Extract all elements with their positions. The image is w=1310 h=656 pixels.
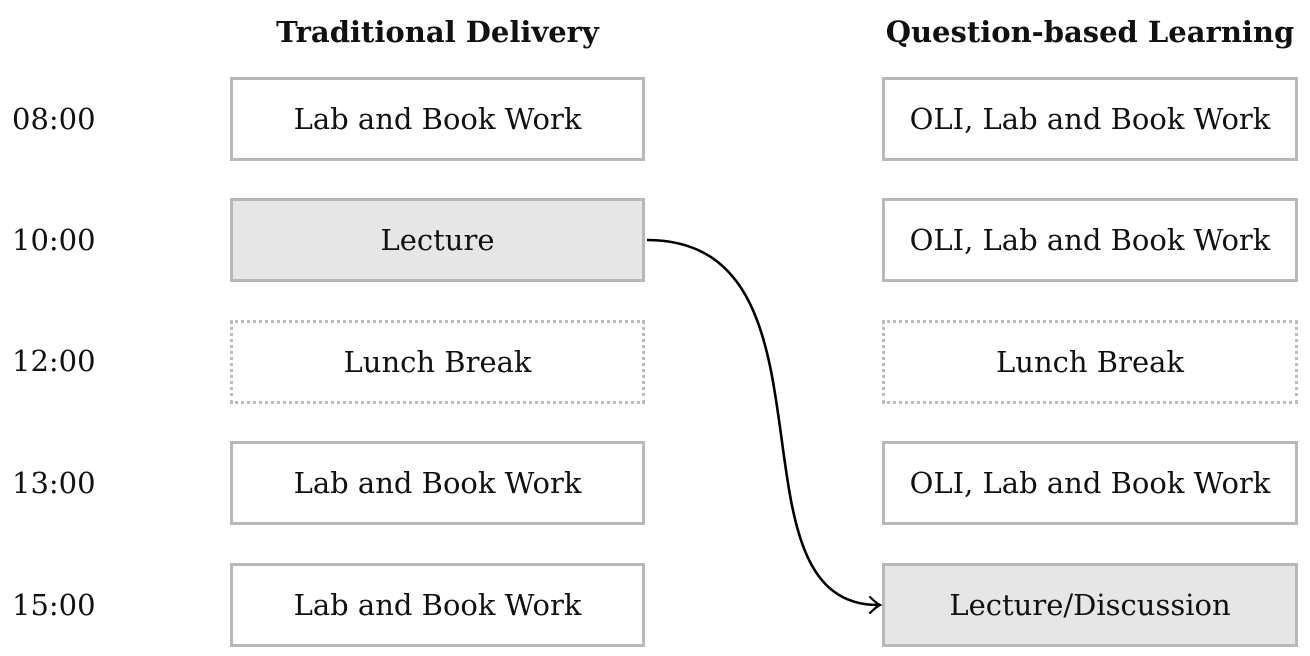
qbl-lunch-break-1200: Lunch Break (882, 320, 1298, 404)
time-label-1300: 13:00 (12, 466, 96, 500)
time-label-1500: 15:00 (12, 588, 96, 622)
traditional-lecture-1000: Lecture (230, 198, 645, 282)
question-based-learning-header: Question-based Learning (885, 15, 1295, 49)
qbl-oli-lab-book-work-1300: OLI, Lab and Book Work (882, 441, 1298, 525)
time-label-0800: 08:00 (12, 102, 96, 136)
lecture-move-arrow-curve (646, 238, 879, 607)
qbl-lecture-discussion-1500: Lecture/Discussion (882, 563, 1298, 647)
lecture-move-arrowhead (868, 595, 883, 615)
time-label-1200: 12:00 (12, 344, 96, 378)
traditional-lunch-break-1200: Lunch Break (230, 320, 645, 404)
qbl-oli-lab-book-work-1000: OLI, Lab and Book Work (882, 198, 1298, 282)
traditional-lab-book-work-0800: Lab and Book Work (230, 77, 645, 161)
traditional-delivery-header: Traditional Delivery (276, 15, 599, 49)
traditional-lab-book-work-1300: Lab and Book Work (230, 441, 645, 525)
time-label-1000: 10:00 (12, 223, 96, 257)
traditional-lab-book-work-1500: Lab and Book Work (230, 563, 645, 647)
qbl-oli-lab-book-work-0800: OLI, Lab and Book Work (882, 77, 1298, 161)
